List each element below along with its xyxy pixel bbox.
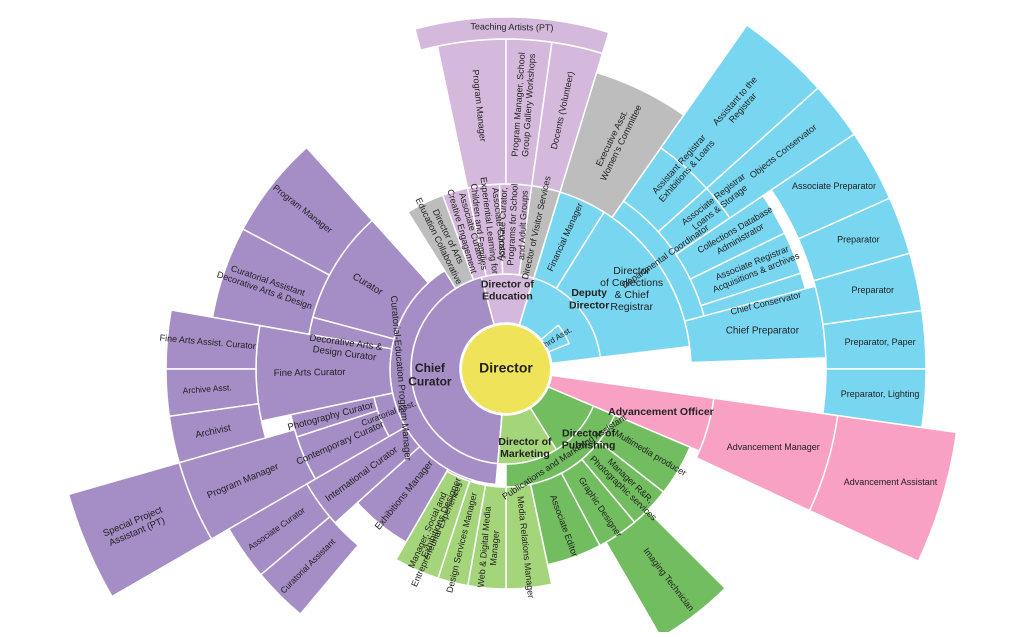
label-associate-curator-programs: Associate Curator,Programs for Schooland…	[495, 183, 530, 267]
label-preparator-paper: Preparator, Paper	[845, 337, 916, 347]
wedge-fine-arts-assist	[165, 309, 261, 370]
label-teaching-artists: Teaching Artists (PT)	[470, 22, 553, 33]
wedge-exhibitions-manager	[356, 445, 450, 544]
wedge-program-manager-edu	[436, 38, 507, 189]
wedge-contemporary-curator	[295, 409, 391, 481]
label-preparator-1: Preparator	[837, 235, 880, 245]
label-fine-arts-curator: Fine Arts Curator	[274, 366, 346, 378]
label-advancement-manager: Advancement Manager	[727, 443, 820, 453]
wedge-archive-asst	[165, 368, 260, 418]
director-circle	[460, 323, 552, 415]
director-label: Director	[479, 360, 533, 376]
wedge-objects-conservator	[705, 86, 856, 220]
wedge-associate-curator	[227, 482, 331, 576]
wedge-curatorial-assistant	[259, 515, 360, 616]
wedge-special-project-assistant	[67, 461, 213, 598]
wedge-advancement-assistant	[808, 414, 958, 563]
label-preparator-2: Preparator	[852, 285, 895, 295]
label-archive-asst: Archive Asst.	[182, 382, 232, 395]
wedge-imaging-technician	[604, 509, 727, 637]
wedge-program-manager-1	[241, 146, 374, 277]
label-chief-preparator: Chief Preparator	[726, 325, 800, 336]
wedge-archivist	[168, 402, 267, 464]
wedge-teaching-artists	[413, 16, 610, 55]
label-preparator-lighting: Preparator, Lighting	[841, 390, 920, 400]
wedge-manager-social	[394, 470, 471, 580]
label-associate-preparator: Associate Preparator	[792, 182, 876, 192]
label-advancement-assistant: Advancement Assistant	[844, 477, 938, 487]
label-advancement-officer: Advancement Officer	[608, 406, 714, 418]
wedge-curatorial-assistant-da	[211, 228, 331, 336]
